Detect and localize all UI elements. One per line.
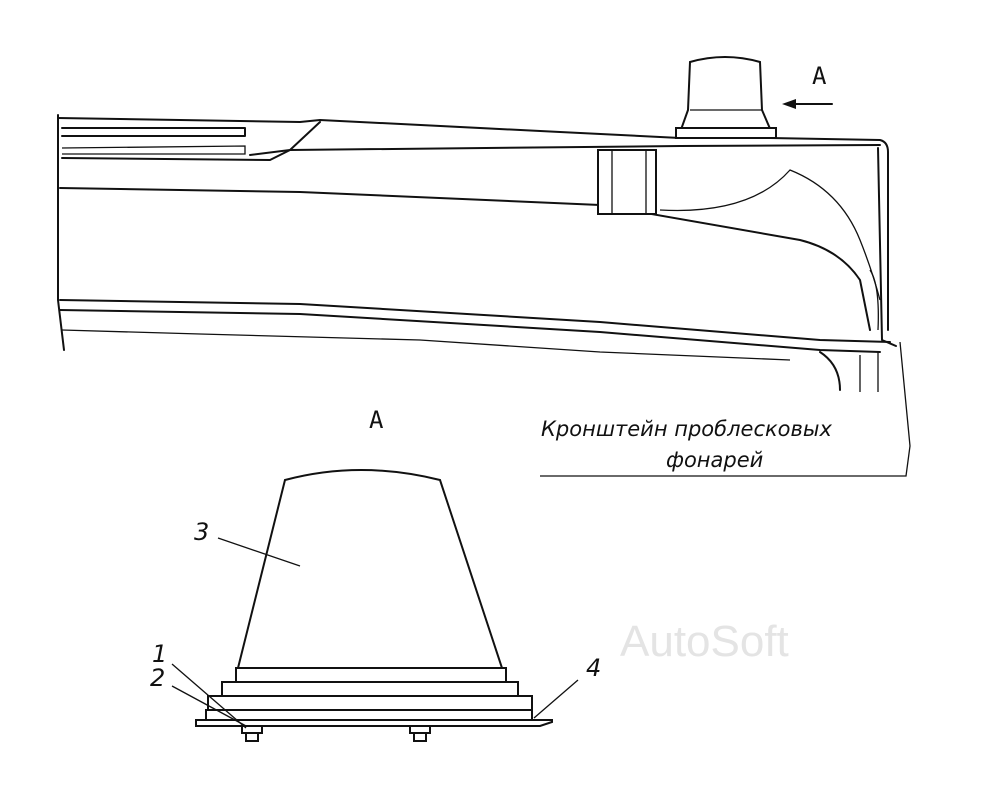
- lower-corner: [819, 351, 841, 391]
- callout-leader-4: [533, 679, 579, 719]
- callout-3: 3: [194, 518, 209, 546]
- beacon-base-step-2: [221, 681, 519, 697]
- view-arrow-head: [782, 99, 796, 109]
- mounting-plate: [195, 719, 553, 727]
- roof-panel-drawing: [57, 114, 897, 392]
- beacon-lamp-view-a: [195, 469, 553, 742]
- caption-line-1: Кронштейн проблесковых: [541, 417, 832, 441]
- bolt-right: [413, 732, 427, 742]
- callout-leader-3: [217, 537, 301, 567]
- lower-rail-bottom: [59, 309, 881, 353]
- view-arrow: [782, 99, 833, 109]
- beacon-dome: [236, 469, 504, 669]
- front-corner-curve: [659, 169, 881, 301]
- nut-right: [409, 725, 431, 734]
- lower-rail-top: [59, 299, 891, 343]
- callout-1: 1: [152, 640, 167, 668]
- front-bracket: [877, 147, 897, 347]
- bracket-block: [597, 149, 657, 215]
- lower-body-edge: [61, 329, 791, 361]
- break-line-left: [57, 114, 65, 351]
- bolt-left: [245, 732, 259, 742]
- beacon-base-step-1: [235, 667, 507, 683]
- beacon-lamp-dome: [676, 56, 776, 139]
- view-label-section: A: [369, 406, 384, 434]
- roof-top-edge: [57, 117, 889, 331]
- roof-rail-lower: [61, 145, 246, 155]
- beacon-lamp-base: [675, 127, 777, 139]
- roof-rail: [61, 127, 246, 137]
- caption-leader-line: [540, 341, 911, 477]
- callout-leader-1: [171, 663, 247, 729]
- beacon-lamp-top-view: [675, 56, 777, 139]
- callout-2: 2: [150, 664, 165, 692]
- view-label-top: A: [812, 62, 827, 90]
- beacon-gasket: [205, 709, 533, 721]
- callout-leader-2: [171, 685, 247, 727]
- caption-line-2: фонарей: [666, 448, 763, 472]
- beacon-base-step-3: [207, 695, 533, 711]
- body-curve: [59, 187, 871, 331]
- watermark: AutoSoft: [620, 617, 789, 666]
- front-bracket-detail: [869, 269, 879, 331]
- roof-ridge-line: [61, 144, 881, 161]
- callout-4: 4: [586, 654, 601, 682]
